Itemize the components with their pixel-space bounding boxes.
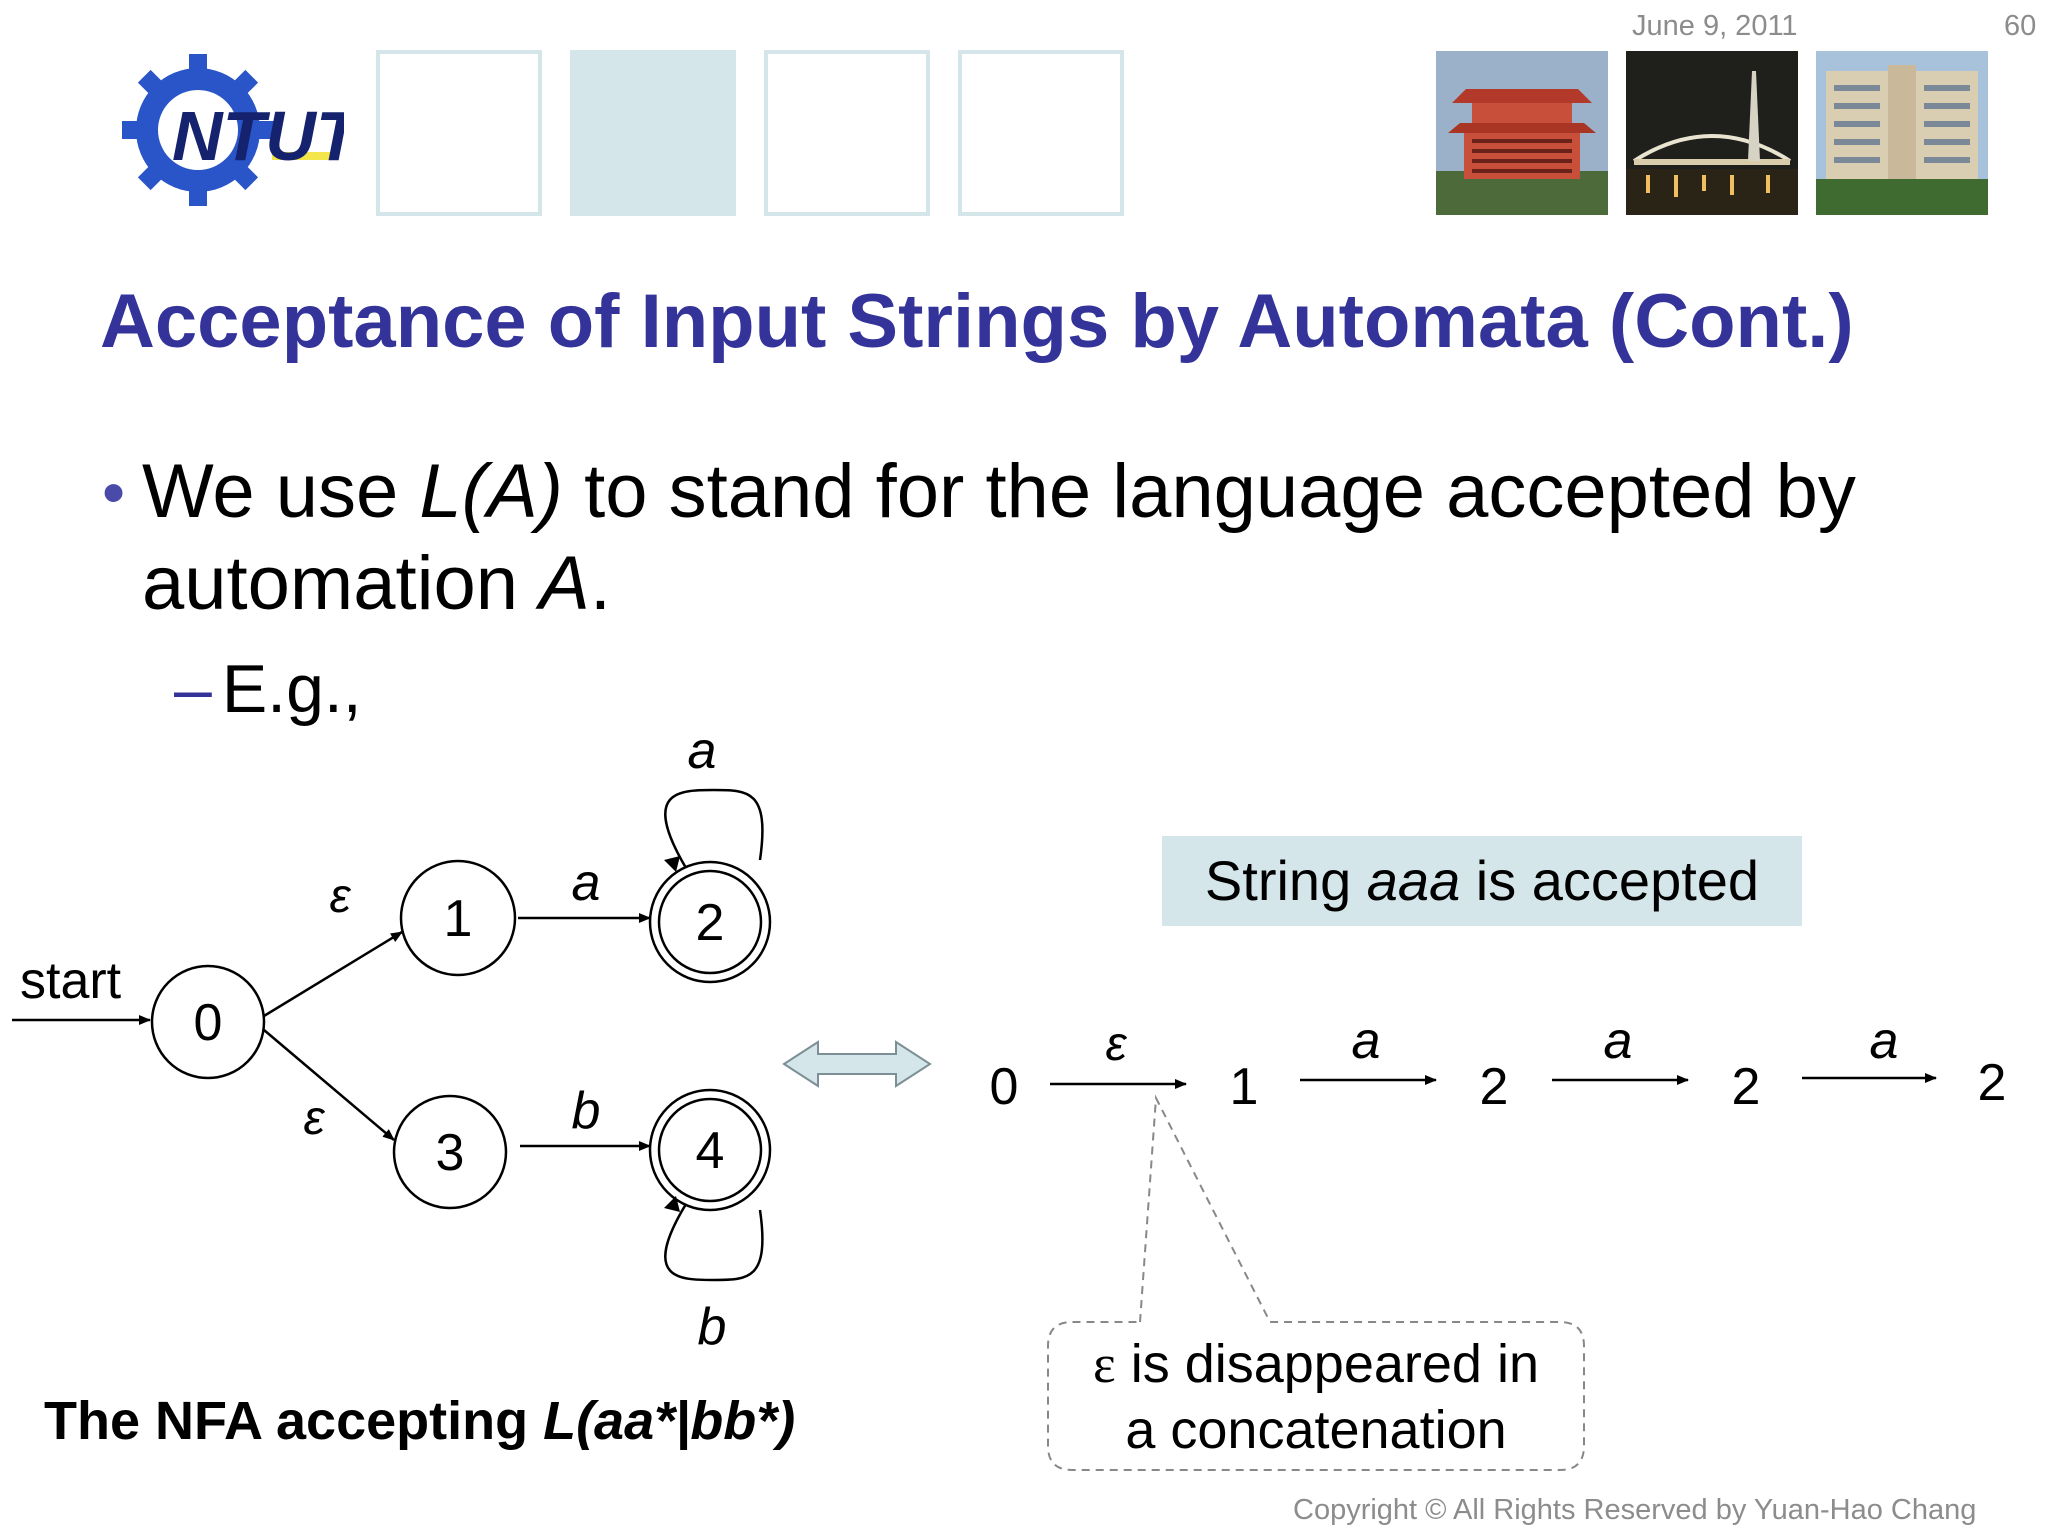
nfa-state-0-label: 0 — [194, 994, 223, 1052]
sub-bullet-text: E.g., — [221, 651, 362, 727]
bullet-text-part1: We use — [142, 449, 420, 534]
page-number: 60 — [2004, 10, 2037, 42]
seq-state-4: 2 — [1978, 1054, 2007, 1112]
nfa-state-4-accepting: 4 — [648, 1088, 772, 1212]
callout-line-1-text: is disappeared in — [1130, 1334, 1539, 1394]
accepted-prefix: String — [1204, 849, 1367, 912]
bullet-text-part2: to stand for the language accepted by au… — [142, 449, 1856, 626]
nfa-state-1-label: 1 — [444, 890, 473, 948]
nfa-loop-2-label: a — [688, 722, 717, 780]
nfa-edge-3-4-label: b — [572, 1082, 601, 1140]
nfa-edge-0-1-label: ε — [329, 870, 351, 923]
accepted-string: aaa — [1366, 849, 1461, 912]
nfa-loop-4 — [664, 1203, 764, 1282]
seq-label-2: a — [1352, 1012, 1381, 1070]
sub-bullet: –E.g., — [174, 650, 362, 728]
main-bullet-text: We use L(A) to stand for the language ac… — [142, 446, 1982, 630]
main-bullet: • We use L(A) to stand for the language … — [102, 446, 1982, 630]
copyright-footer: Copyright © All Rights Reserved by Yuan-… — [1293, 1494, 1977, 1526]
seq-state-0: 0 — [990, 1058, 1019, 1116]
decor-box-2 — [570, 50, 736, 216]
nfa-state-2-label: 2 — [696, 894, 725, 952]
ntut-logo: NTUT — [112, 52, 364, 212]
slide-date: June 9, 2011 — [1632, 10, 1798, 42]
nfa-loop-2 — [664, 788, 764, 869]
decor-box-1 — [376, 50, 542, 216]
callout-epsilon: ε — [1093, 1334, 1116, 1394]
nfa-start-label: start — [20, 952, 122, 1010]
nfa-loop-4-arrowhead — [664, 1196, 680, 1212]
seq-label-1: ε — [1105, 1018, 1127, 1071]
bridge-night-photo — [1626, 51, 1798, 215]
bullet-text-part3: . — [589, 541, 611, 626]
bullet-math-a: A — [539, 541, 590, 626]
equivalence-double-arrow — [782, 1040, 932, 1088]
derivation-sequence: 0 ε 1 a 2 a 2 a 2 — [990, 1012, 2007, 1116]
nfa-loop-4-label: b — [698, 1298, 727, 1356]
logo-text: NTUT — [172, 97, 344, 175]
nfa-state-4-label: 4 — [696, 1122, 725, 1180]
nfa-caption: The NFA accepting L(aa*|bb*) — [44, 1390, 795, 1452]
accepted-suffix: is accepted — [1460, 849, 1760, 912]
nfa-state-0: 0 — [150, 964, 266, 1080]
callout-line-2: a concatenation — [1125, 1400, 1507, 1460]
seq-label-3: a — [1604, 1012, 1633, 1070]
bullet-dot: • — [102, 455, 126, 529]
nfa-state-3: 3 — [392, 1094, 508, 1210]
seq-state-1: 1 — [1230, 1058, 1259, 1116]
nfa-loop-2-arrowhead — [664, 856, 680, 872]
slide-title: Acceptance of Input Strings by Automata … — [100, 279, 1854, 364]
callout-bubble — [1047, 1094, 1585, 1471]
seq-label-4: a — [1870, 1012, 1899, 1070]
nfa-state-2-accepting: 2 — [648, 860, 772, 984]
decor-box-4 — [958, 50, 1124, 216]
nfa-state-1: 1 — [399, 859, 517, 977]
sub-bullet-dash: – — [174, 651, 212, 727]
grand-hotel-photo — [1436, 51, 1608, 215]
nfa-edge-0-3 — [263, 1029, 395, 1141]
nfa-edge-0-3-label: ε — [303, 1092, 325, 1145]
caption-expression: L(aa*|bb*) — [543, 1391, 796, 1451]
seq-state-3: 2 — [1732, 1058, 1761, 1116]
callout-line-1: ε is disappeared in — [1048, 1331, 1584, 1397]
decor-box-3 — [764, 50, 930, 216]
nfa-state-3-label: 3 — [436, 1124, 465, 1182]
seq-state-2: 2 — [1480, 1058, 1509, 1116]
callout-text: ε is disappeared in a concatenation — [1048, 1323, 1584, 1469]
caption-prefix: The NFA accepting — [44, 1391, 544, 1451]
accepted-string-box: String aaa is accepted — [1162, 836, 1802, 926]
nfa-edge-0-1 — [263, 930, 403, 1018]
campus-building-photo — [1816, 51, 1988, 215]
bullet-math-la: L(A) — [419, 449, 563, 534]
nfa-edge-1-2-label: a — [572, 854, 601, 912]
